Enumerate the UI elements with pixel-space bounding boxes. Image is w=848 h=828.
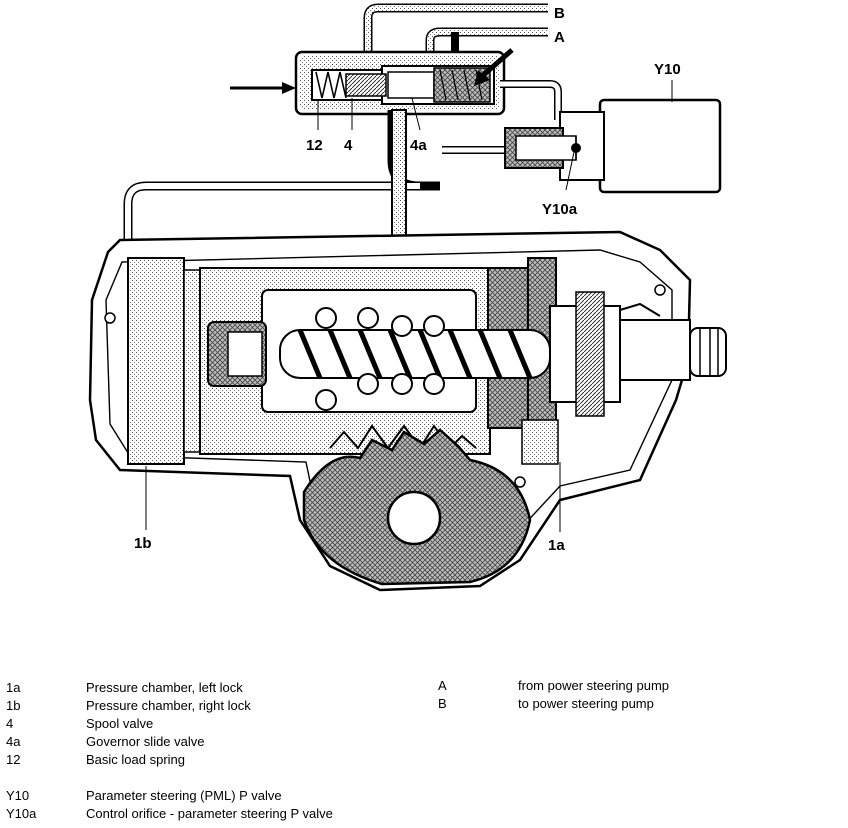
pml-pipe [442, 80, 562, 154]
legend-text: Basic load spring [86, 752, 185, 767]
legend-code: B [438, 696, 447, 711]
legend-text: to power steering pump [518, 696, 654, 711]
label-4a: 4a [410, 137, 427, 154]
legend-text: Parameter steering (PML) P valve [86, 788, 282, 803]
flow-arrow [230, 82, 296, 94]
label-1a: 1a [548, 537, 565, 554]
basic-load-spring [315, 71, 347, 99]
legend-text: from power steering pump [518, 678, 670, 693]
label-4: 4 [344, 137, 353, 154]
legend-code: 12 [6, 752, 21, 767]
legend-code: Y10a [6, 806, 37, 821]
recirculating-balls [315, 307, 445, 411]
pressure-indicator-arrow [474, 48, 514, 86]
legend-code: 4 [6, 716, 14, 731]
bolt-detail [654, 284, 666, 296]
piston-end [207, 321, 267, 387]
bolt-detail [104, 312, 116, 324]
label-y10: Y10 [654, 61, 681, 78]
bolt-detail [514, 476, 526, 488]
steering-gear-diagram: B A Y10 Y10a 12 4 4a 1b 1a [88, 3, 727, 592]
control-orifice-y10a [565, 143, 581, 191]
legend-code: 1a [6, 680, 21, 695]
sector-gear [302, 428, 532, 586]
legend-text: Pressure chamber, left lock [86, 680, 243, 695]
legend-text: Control orifice - parameter steering P v… [86, 806, 333, 821]
legend-text: Governor slide valve [86, 734, 205, 749]
spool-valve [345, 73, 387, 97]
pressure-chamber-right-lock [127, 257, 201, 465]
label-b: B [554, 5, 565, 22]
input-shaft [549, 291, 727, 417]
line-b [363, 3, 548, 60]
legend-code: 4a [6, 734, 21, 749]
label-12: 12 [306, 137, 323, 154]
label-1b: 1b [134, 535, 152, 552]
label-a: A [554, 29, 565, 46]
legend-text: Pressure chamber, right lock [86, 698, 251, 713]
label-y10a: Y10a [542, 201, 578, 218]
legend-code: A [438, 678, 447, 693]
legend-code: 1b [6, 698, 21, 713]
legend-code: Y10 [6, 788, 30, 803]
worm-shaft [279, 329, 551, 379]
legend-text: Spool valve [86, 716, 154, 731]
governor-slide-valve [387, 67, 491, 103]
pml-valve-y10 [504, 98, 722, 194]
